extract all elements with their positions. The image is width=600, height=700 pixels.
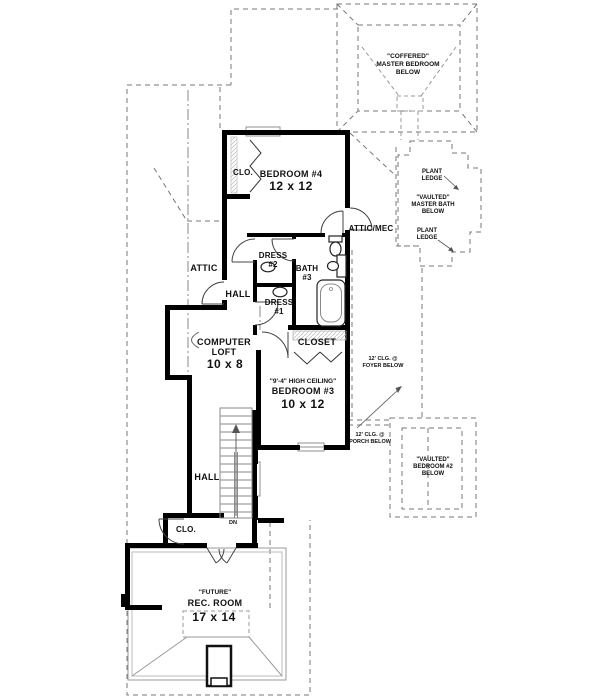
svg-text:10 x 8: 10 x 8 [207, 357, 243, 371]
door-rec-right [218, 547, 237, 564]
label-clo-bottom: CLO. [176, 525, 196, 534]
dress2-sink [260, 261, 276, 273]
label-plant-ledge-bottom: PLANT [417, 228, 437, 234]
door-attic-mec [349, 207, 373, 231]
label-hall-upper: HALL [225, 289, 250, 299]
svg-text:LEDGE: LEDGE [417, 235, 438, 241]
label-attic-mec: ATTIC/MEC [349, 224, 394, 233]
svg-text:10 x 12: 10 x 12 [281, 397, 325, 411]
door-rec-left [206, 547, 225, 564]
attic-mec-outline [349, 132, 420, 247]
label-porch-below: 12' CLG. @ [356, 432, 386, 438]
label-bedroom2-below: "VAULTED" [416, 457, 449, 463]
svg-text:BELOW: BELOW [422, 209, 445, 215]
label-dress1: DRESS [265, 298, 294, 307]
door-clo-bottom [158, 518, 185, 545]
label-rec-room: REC. ROOM [188, 598, 243, 608]
closet-bifold [293, 351, 343, 365]
master-bedroom-below-outline [336, 3, 478, 140]
label-foyer-below: 12' CLG. @ [369, 356, 399, 362]
label-rec-room-future: "FUTURE" [199, 589, 232, 596]
door-bedroom3 [261, 331, 289, 359]
labels: "COFFERED" MASTER BEDROOM BELOW PLANT LE… [176, 53, 455, 624]
closet-top-bifold [249, 139, 262, 193]
svg-text:12 x 12: 12 x 12 [269, 179, 313, 193]
fixtures [191, 136, 347, 365]
svg-text:LEDGE: LEDGE [422, 176, 443, 182]
svg-text:#1: #1 [274, 307, 284, 316]
foyer-porch-below-outline [259, 250, 423, 610]
svg-text:PORCH BELOW: PORCH BELOW [349, 439, 392, 445]
closet-shelf [292, 330, 347, 341]
closet-top-shelf [230, 136, 238, 194]
label-master-bedroom-below: "COFFERED" [387, 53, 429, 60]
svg-text:#2: #2 [268, 260, 278, 269]
label-bedroom3-ceiling: "9'-4" HIGH CEILING" [270, 378, 336, 385]
svg-text:BELOW: BELOW [396, 69, 421, 76]
label-plant-ledge-top: PLANT [422, 169, 442, 175]
walls [121, 130, 350, 610]
label-hall-lower: HALL [194, 472, 219, 482]
door-attic [201, 281, 225, 305]
svg-text:#3: #3 [302, 273, 312, 282]
master-bath-below-outline [397, 140, 482, 267]
svg-text:BEDROOM #2: BEDROOM #2 [413, 464, 453, 470]
label-dn: DN [229, 520, 237, 526]
roof-outline-left [126, 8, 338, 696]
label-closet: CLOSET [298, 337, 337, 347]
loft-niche [191, 331, 200, 349]
label-dress2: DRESS [259, 251, 288, 260]
svg-text:BELOW: BELOW [422, 471, 445, 477]
svg-text:FOYER BELOW: FOYER BELOW [363, 363, 405, 369]
stairs [219, 407, 253, 519]
toilet-tank [328, 235, 343, 243]
svg-text:17 x 14: 17 x 14 [192, 610, 236, 624]
label-bedroom3: BEDROOM #3 [272, 386, 335, 396]
label-master-bath-below: "VAULTED" [416, 195, 449, 201]
door-dress1 [254, 301, 279, 326]
label-bedroom4: BEDROOM #4 [260, 169, 323, 179]
door-dress2 [231, 238, 256, 263]
svg-text:MASTER BEDROOM: MASTER BEDROOM [376, 61, 439, 68]
label-clo-top: CLO. [233, 168, 253, 177]
door-bath3 [271, 238, 295, 262]
bathtub [316, 279, 346, 327]
door-swings [158, 207, 373, 564]
bath-sink [326, 260, 340, 272]
svg-text:MASTER BATH: MASTER BATH [411, 202, 454, 208]
label-attic: ATTIC [190, 263, 218, 273]
label-bath3: BATH [296, 264, 318, 273]
toilet-bowl [329, 241, 342, 257]
dress1-sink [272, 286, 288, 298]
svg-text:LOFT: LOFT [212, 347, 237, 357]
bedroom2-below-outline [389, 417, 477, 518]
door-bedroom4 [320, 210, 344, 234]
label-computer-loft: COMPUTER [197, 337, 251, 347]
